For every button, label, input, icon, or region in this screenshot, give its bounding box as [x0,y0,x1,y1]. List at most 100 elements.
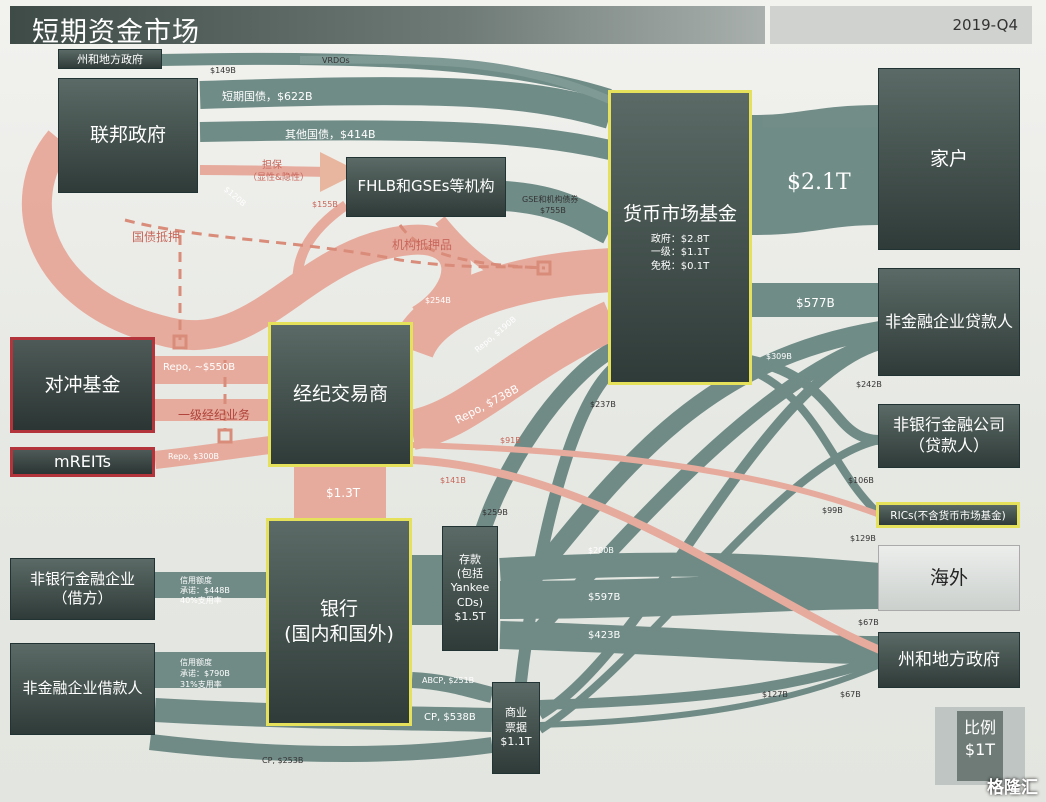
flow-cp253 [149,734,494,763]
flow-nonfin-bank [507,321,882,606]
label-other-gov: 其他国债，$414B [285,128,376,141]
flow-mmf-household [751,105,881,235]
node-dealers: 经纪交易商 [268,322,413,467]
flow-mmf-dealer [472,343,617,543]
flow-cp-127 [539,655,882,710]
flow-cp-67 [539,662,882,728]
node-federal-gov: 联邦政府 [58,78,198,193]
label-200: $200B [588,546,614,555]
label-242: $242B [856,380,882,389]
flow-other-gov [199,120,613,160]
label-67b: $67B [840,690,861,699]
flow-fhlb-155 [292,200,349,302]
flow-dealer-141 [411,456,882,654]
flow-tbills [199,77,615,129]
label-prime-brokerage: 一级经纪业务 [178,408,251,422]
label-fhlb-155: $155B [312,200,338,209]
label-dealer-bank: $1.3T [326,486,361,500]
label-577: $577B [796,296,835,310]
flow-gse [503,181,617,244]
label-nb-credit-2: 承诺：$448B [180,586,230,595]
label-nf-credit-3: 31%支用率 [180,680,222,689]
label-127: $127B [762,690,788,699]
label-muni-149: $149B [210,66,236,75]
label-141: $141B [440,476,466,485]
node-mreits: mREITs [10,447,155,477]
flow-repo-738 [407,301,621,450]
label-agency-collateral: 机构抵押品 [392,238,453,252]
quarter-label: 2019-Q4 [952,16,1019,34]
label-cp-538: CP, $538B [424,712,476,723]
node-households: 家户 [878,68,1020,250]
flow-guarantee [199,151,360,192]
dashed-box-3 [217,428,233,444]
quarter-bar: 2019-Q4 [770,6,1032,44]
node-state-gov-top: 州和地方政府 [58,49,162,69]
watermark: 格隆汇 [987,778,1038,798]
label-gse-2: $755B [540,206,566,215]
flow-dealer-91 [411,442,882,518]
label-nf-credit-1: 信用额度 [180,658,212,667]
scale-bar [957,711,1003,781]
node-deposits: 存款 (包括 Yankee CDs) $1.5T [442,526,498,651]
label-repo-550: Repo, ~$550B [163,362,236,373]
node-fhlb: FHLB和GSEs等机构 [346,157,506,217]
label-129: $129B [850,534,876,543]
label-106: $106B [848,476,874,485]
label-repo-300: Repo, $300B [168,452,220,461]
label-259: $259B [482,508,508,517]
node-state-gov-right: 州和地方政府 [878,632,1020,688]
label-597: $597B [588,592,621,603]
node-overseas: 海外 [878,545,1020,611]
label-gse-1: GSE和机构债券 [522,195,579,204]
label-423: $423B [588,630,621,641]
label-91: $91B [500,436,521,445]
node-nonfin-lenders: 非金融企业贷款人 [878,268,1020,376]
flow-vrdo [299,55,612,104]
node-hedge-funds: 对冲基金 [10,337,155,433]
node-nonbank-borrowers: 非银行金融企业 （借方） [10,558,155,620]
dashed-treasury-collateral [124,218,546,270]
node-cp: 商业 票据 $1.1T [492,682,540,774]
label-guarantee-1: 担保 [262,160,282,171]
label-nb-credit-3: 40%支用率 [180,596,222,605]
label-vrdo: VRDOs [322,56,350,65]
flow-fhlb-repo [435,216,561,296]
label-mmf-household: $2.1T [787,170,851,195]
flow-mmf-cp [514,365,617,691]
label-tbills: 短期国债，$622B [222,90,313,103]
label-nb-credit-1: 信用额度 [180,576,212,585]
node-nonfin-borrowers: 非金融企业借款人 [10,643,155,735]
node-mmf: 货币市场基金 政府：$2.8T 一级：$1.1T 免税：$0.1T [608,90,752,385]
title-bar: 短期资金市场 [10,6,765,48]
label-abcp: ABCP, $251B [422,676,475,685]
label-67a: $67B [858,618,879,627]
flow-rics [748,355,881,445]
node-rics: RICs(不含货币市场基金) [876,502,1020,528]
flow-mmf-right [748,366,883,518]
label-nf-credit-2: 承诺：$790B [180,669,230,678]
flow-dep-597 [499,571,881,619]
flow-cp-up [537,340,882,720]
node-nonbank-lenders: 非银行金融公司 （贷款人） [878,404,1020,468]
scale-text: 比例 $1T [963,718,996,760]
flow-mreit [154,436,272,469]
label-309: $309B [766,352,792,361]
flow-fed-loop [22,130,472,351]
node-banks: 银行 (国内和国外) [266,518,412,726]
dashed-box-1 [536,260,552,276]
dashed-box-2 [172,334,188,350]
flow-repo-mmf-dealer [391,248,614,360]
label-cp-253: CP, $253B [262,756,304,765]
page-title: 短期资金市场 [32,17,200,48]
label-treasury-collateral: 国债抵押 [132,230,181,244]
label-237: $237B [590,400,616,409]
label-guarantee-2: （显性&隐性） [248,173,310,183]
scale-legend: 比例 $1T [935,707,1025,785]
flow-abcp [411,672,494,703]
label-99: $99B [822,506,843,515]
label-repo-254: $254B [425,296,451,305]
flow-dep-423 [499,621,881,664]
mmf-detail: 政府：$2.8T 一级：$1.1T 免税：$0.1T [650,233,710,272]
